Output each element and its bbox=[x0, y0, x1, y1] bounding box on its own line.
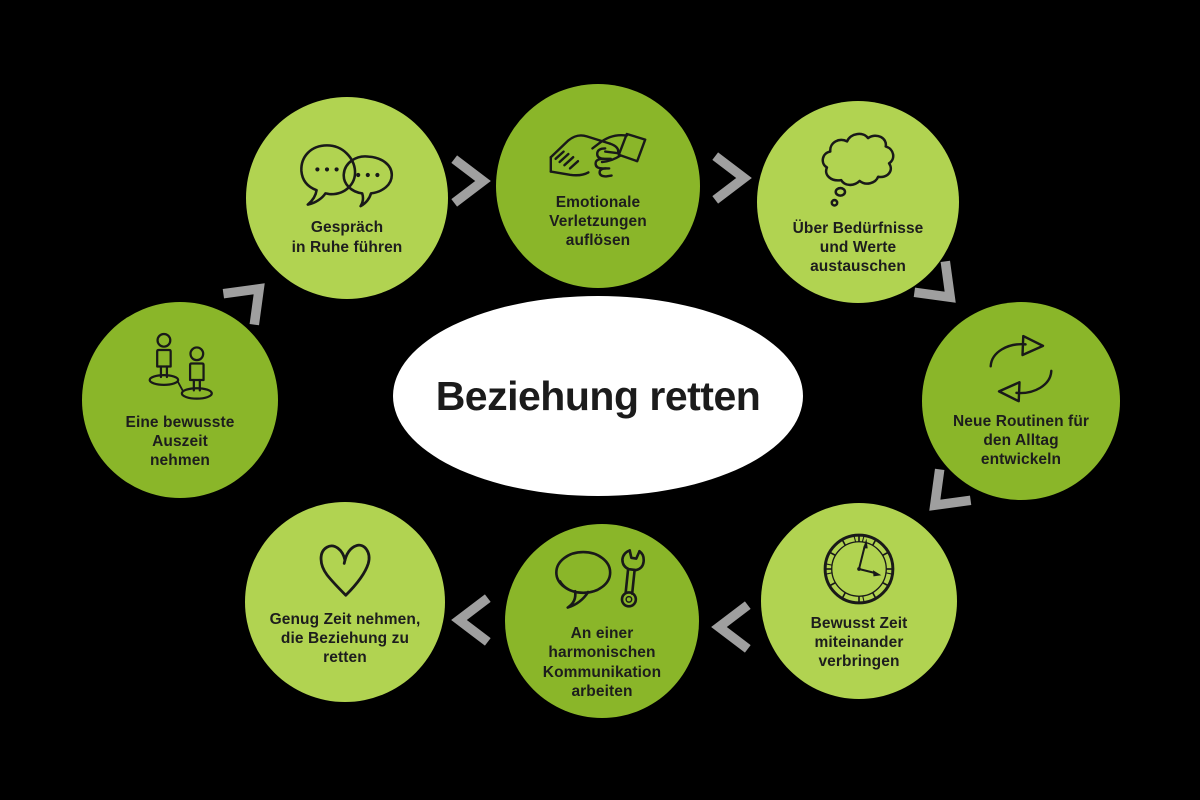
step-circle-kommunikation-arbeiten: An einer harmonischen Kommunikation arbe… bbox=[505, 524, 699, 718]
diagram-title: Beziehung retten bbox=[435, 372, 761, 419]
step-circle-auszeit-nehmen: Eine bewusste Auszeit nehmen bbox=[82, 302, 278, 498]
step-label: Eine bewusste Auszeit nehmen bbox=[125, 413, 235, 470]
speech-bubble-wrench-icon bbox=[555, 549, 646, 609]
thought-cloud-icon bbox=[821, 132, 895, 207]
speech-bubbles-icon bbox=[300, 144, 394, 208]
step-label: Emotionale Verletzungen auflösen bbox=[549, 193, 647, 250]
handshake-icon bbox=[549, 132, 647, 178]
flow-arrow-se-icon bbox=[913, 260, 956, 303]
step-label: Über Bedürfnisse und Werte austauschen bbox=[792, 219, 924, 276]
flow-arrow-east-icon bbox=[451, 155, 491, 207]
step-circle-beduerfnisse-austauschen: Über Bedürfnisse und Werte austauschen bbox=[757, 101, 959, 303]
step-label: An einer harmonischen Kommunikation arbe… bbox=[542, 625, 662, 700]
clock-icon bbox=[823, 533, 895, 605]
flow-arrow-west-icon bbox=[711, 601, 751, 653]
refresh-arrows-icon bbox=[989, 334, 1053, 403]
step-circle-zeit-verbringen: Bewusst Zeit miteinander verbringen bbox=[761, 503, 957, 699]
flow-arrow-west-icon bbox=[451, 594, 491, 646]
flow-arrow-east-icon bbox=[712, 152, 752, 204]
flow-arrow-sw-icon bbox=[929, 468, 972, 511]
step-label: Genug Zeit nehmen, die Beziehung zu rett… bbox=[269, 610, 421, 667]
heart-icon bbox=[319, 543, 371, 597]
step-label: Bewusst Zeit miteinander verbringen bbox=[810, 614, 908, 671]
distance-people-icon bbox=[148, 332, 213, 400]
step-circle-gespraech-fuehren: Gespräch in Ruhe führen bbox=[246, 97, 448, 299]
center-ellipse: Beziehung retten bbox=[393, 296, 803, 496]
step-circle-verletzungen-aufloesen: Emotionale Verletzungen auflösen bbox=[496, 84, 700, 288]
step-label: Gespräch in Ruhe führen bbox=[291, 219, 403, 256]
step-circle-zeit-nehmen: Genug Zeit nehmen, die Beziehung zu rett… bbox=[245, 502, 445, 702]
step-label: Neue Routinen für den Alltag entwickeln bbox=[952, 412, 1090, 469]
flow-arrow-ne-icon bbox=[222, 283, 265, 326]
step-circle-neue-routinen: Neue Routinen für den Alltag entwickeln bbox=[922, 302, 1120, 500]
